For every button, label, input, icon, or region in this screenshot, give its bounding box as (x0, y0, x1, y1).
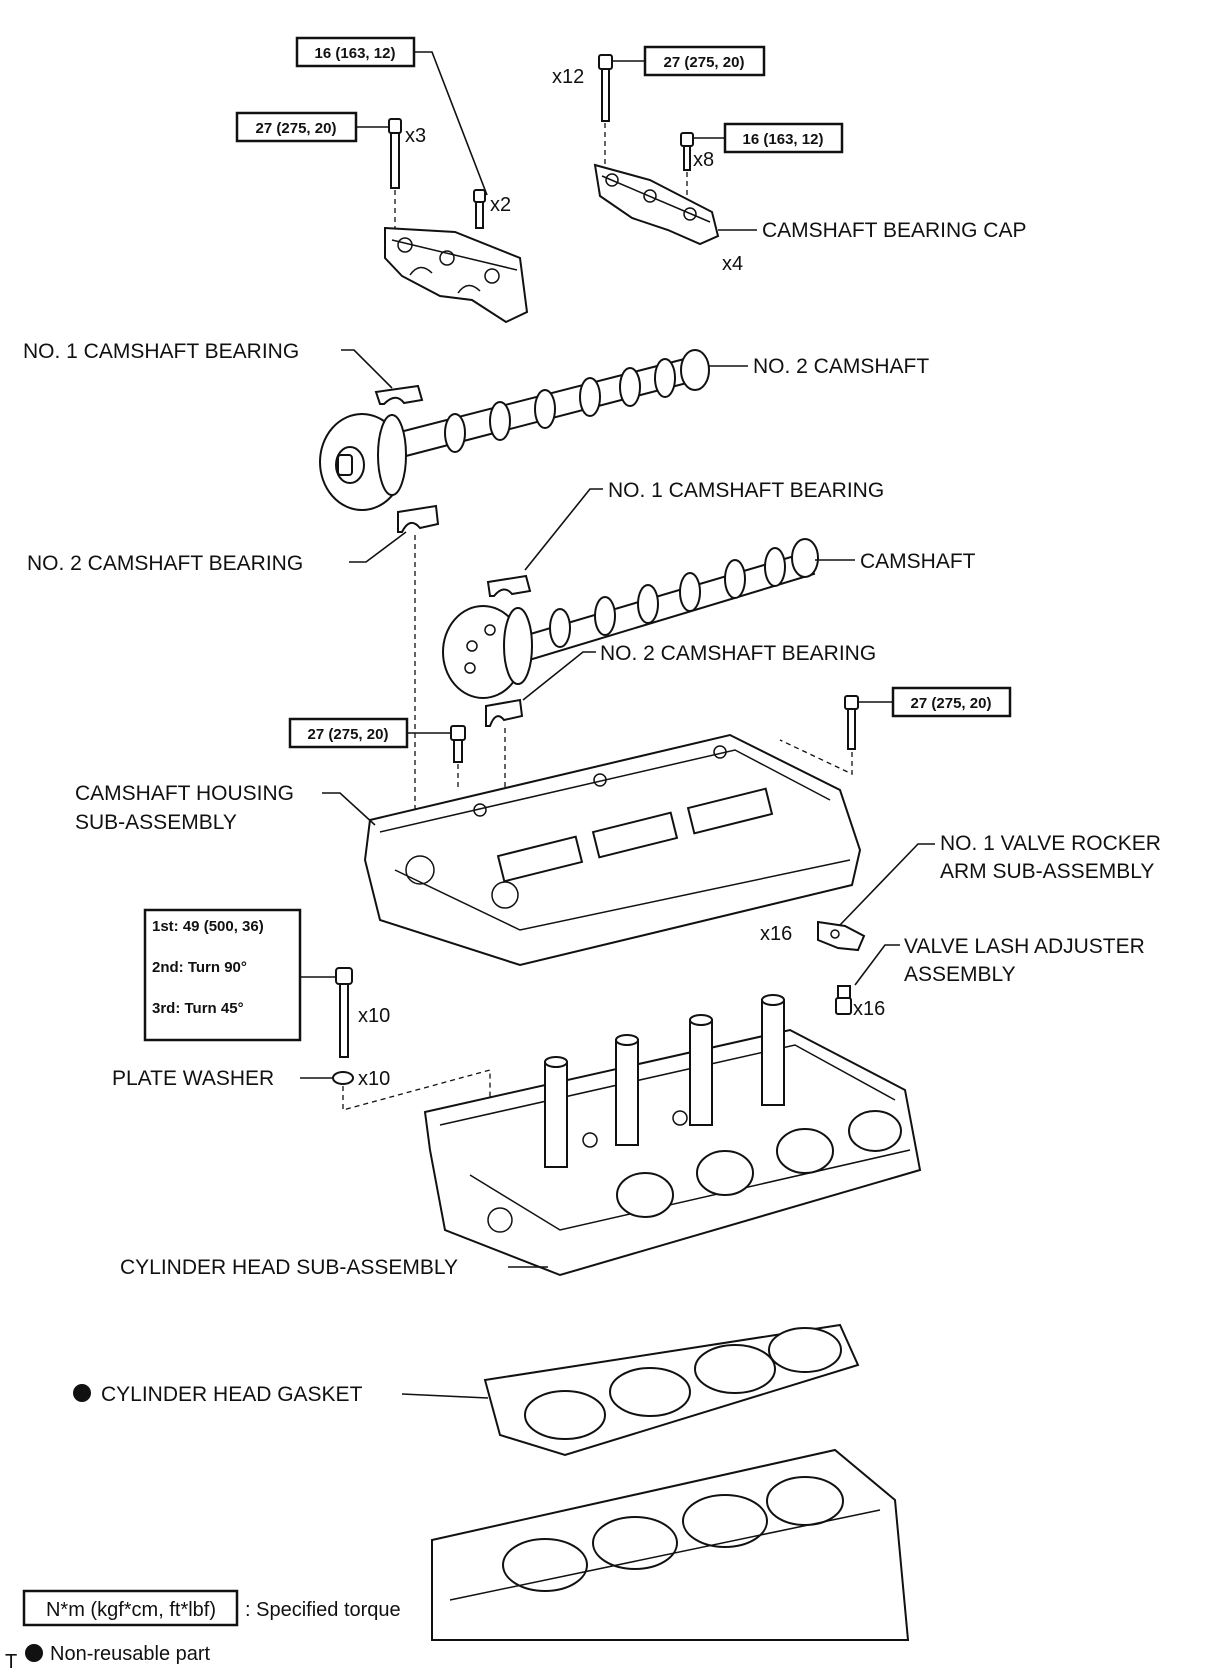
svg-text:Non-reusable part: Non-reusable part (50, 1643, 211, 1665)
qty-x4: x4 (722, 253, 743, 275)
no1-bearing-shell-upper (374, 384, 424, 405)
label-housing-line2: SUB-ASSEMBLY (75, 811, 237, 834)
bearing-cap-right (593, 163, 720, 246)
bolt-long-top-left (388, 118, 402, 189)
bolt-housing-left (450, 725, 466, 763)
qty-x10-washer: x10 (358, 1068, 390, 1090)
bolt-short-top-left (473, 189, 486, 229)
label-cylinder-head: CYLINDER HEAD SUB-ASSEMBLY (120, 1256, 458, 1279)
label-housing-line1: CAMSHAFT HOUSING (75, 782, 294, 805)
label-lash-line1: VALVE LASH ADJUSTER (904, 935, 1145, 958)
label-no1-bearing-lower: NO. 1 CAMSHAFT BEARING (608, 479, 884, 502)
label-no2-bearing-lower: NO. 2 CAMSHAFT BEARING (600, 642, 876, 665)
qty-x16-lash: x16 (853, 998, 885, 1020)
bolt-housing-right (844, 695, 859, 750)
svg-text:27 (275, 20): 27 (275, 20) (664, 54, 745, 71)
svg-text:16 (163, 12): 16 (163, 12) (743, 131, 824, 148)
torque-step-3: 3rd: Turn 45° (152, 1000, 244, 1017)
lash-adjuster (835, 985, 852, 1015)
label-plate-washer: PLATE WASHER (112, 1067, 274, 1090)
svg-text:27 (275, 20): 27 (275, 20) (911, 695, 992, 712)
torque-box-top-right-small: 16 (163, 12) (723, 122, 844, 154)
label-lash-line2: ASSEMBLY (904, 963, 1016, 986)
camshaft-housing (363, 733, 862, 967)
qty-x16-rocker: x16 (760, 923, 792, 945)
cylinder-head-gasket (483, 1323, 860, 1457)
legend-torque: N*m (kgf*cm, ft*lbf) : Specified torque (22, 1589, 401, 1627)
label-rocker-line1: NO. 1 VALVE ROCKER (940, 832, 1161, 855)
label-camshaft: CAMSHAFT (860, 550, 976, 573)
bolt-long-top-right (598, 54, 613, 122)
svg-text:: Specified torque: : Specified torque (245, 1599, 401, 1621)
label-no2-camshaft: NO. 2 CAMSHAFT (753, 355, 929, 378)
qty-x12: x12 (552, 66, 584, 88)
corner-mark: T (5, 1651, 17, 1668)
qty-x3: x3 (405, 125, 426, 147)
no2-bearing-shell-upper (397, 504, 440, 533)
qty-x10-bolt: x10 (358, 1005, 390, 1027)
label-gasket: CYLINDER HEAD GASKET (101, 1383, 363, 1406)
torque-box-housing-left: 27 (275, 20) (288, 717, 409, 749)
bearing-cap-left (384, 226, 529, 324)
camshaft (442, 538, 819, 699)
non-reusable-mark-gasket (73, 1384, 91, 1402)
torque-box-top-left-large: 27 (275, 20) (235, 111, 358, 143)
torque-box-top-left-small: 16 (163, 12) (295, 36, 416, 68)
engine-block (431, 1448, 910, 1641)
qty-x8: x8 (693, 149, 714, 171)
label-camshaft-bearing-cap: CAMSHAFT BEARING CAP (762, 219, 1027, 242)
head-bolt-torque-box: 1st: 49 (500, 36) 2nd: Turn 90° 3rd: Tur… (143, 908, 302, 1042)
torque-step-2: 2nd: Turn 90° (152, 959, 247, 976)
torque-box-housing-right: 27 (275, 20) (891, 686, 1012, 718)
no1-bearing-shell-lower (486, 574, 532, 597)
label-rocker-line2: ARM SUB-ASSEMBLY (940, 860, 1154, 883)
svg-text:N*m (kgf*cm, ft*lbf): N*m (kgf*cm, ft*lbf) (46, 1599, 216, 1621)
head-bolt (335, 967, 353, 1058)
svg-text:16 (163, 12): 16 (163, 12) (315, 45, 396, 62)
locating-pipes (544, 994, 785, 1168)
label-no2-bearing-upper: NO. 2 CAMSHAFT BEARING (27, 552, 303, 575)
bolt-short-top-right (680, 132, 694, 171)
no2-camshaft (319, 349, 710, 511)
plate-washer (332, 1071, 354, 1085)
legend-nonreusable: Non-reusable part (25, 1643, 211, 1665)
rocker-arm (817, 920, 866, 952)
label-no1-bearing-upper: NO. 1 CAMSHAFT BEARING (23, 340, 299, 363)
cylinder-head (423, 1028, 922, 1277)
torque-box-top-right-large: 27 (275, 20) (643, 45, 766, 77)
no2-bearing-shell-lower (485, 698, 524, 727)
qty-x2: x2 (490, 194, 511, 216)
torque-step-1: 1st: 49 (500, 36) (152, 918, 264, 935)
svg-text:27 (275, 20): 27 (275, 20) (256, 120, 337, 137)
svg-text:27 (275, 20): 27 (275, 20) (308, 726, 389, 743)
